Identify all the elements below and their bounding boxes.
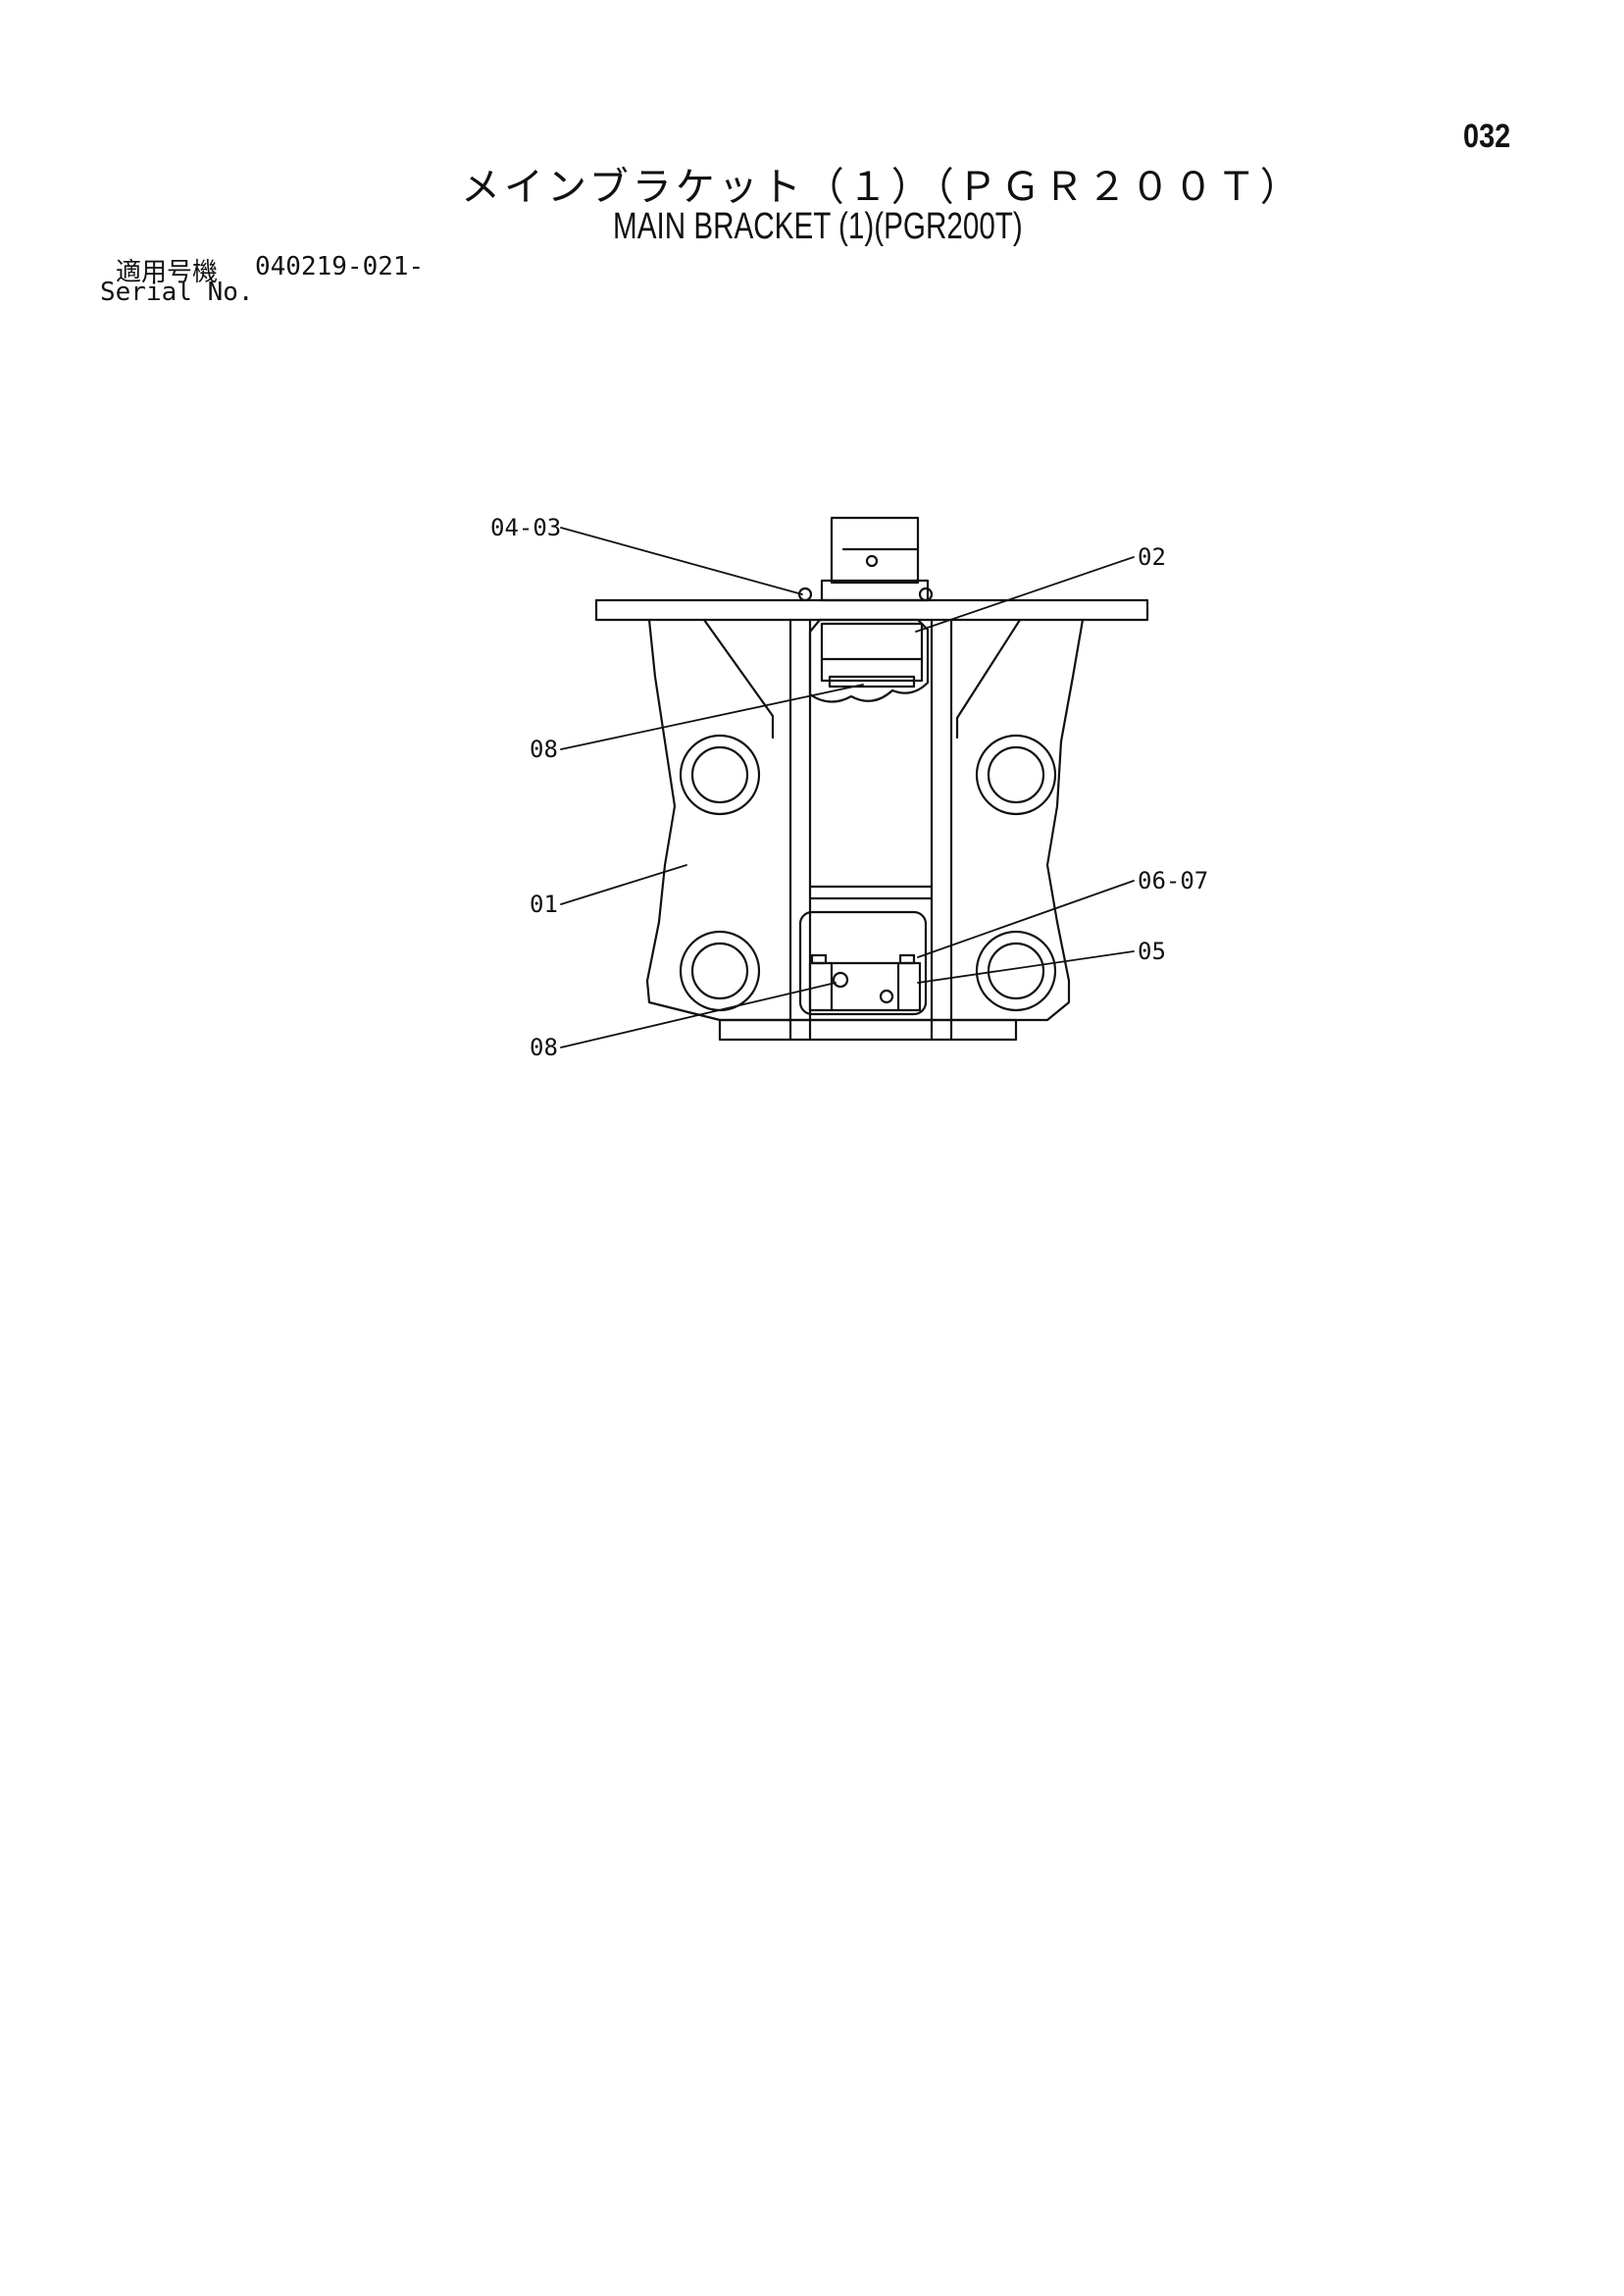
callout-01: 01 — [530, 891, 558, 918]
pin-boss-bottom-right — [975, 930, 1057, 1012]
page-title-japanese: メインブラケット（１）（ＰＧＲ２００Ｔ） — [461, 165, 1303, 210]
leader-lines — [560, 527, 1135, 1048]
serial-number-value: 040219-021- — [255, 252, 425, 281]
callout-08-upper: 08 — [530, 736, 558, 763]
pin-boss-bottom-left — [679, 930, 761, 1012]
top-shaft — [797, 516, 934, 602]
bottom-plate — [718, 1018, 1018, 1042]
gussets — [702, 618, 1022, 740]
callout-04-03: 04-03 — [490, 514, 561, 541]
valve-block — [798, 910, 928, 1016]
serial-label-english: Serial No. — [100, 278, 254, 307]
page-title-english: MAIN BRACKET (1)(PGR200T) — [613, 206, 1023, 247]
page-number: 032 — [1463, 118, 1511, 155]
callout-02: 02 — [1138, 543, 1166, 571]
callout-05: 05 — [1138, 938, 1166, 965]
pin-boss-top-left — [679, 734, 761, 816]
callout-08-lower: 08 — [530, 1034, 558, 1061]
center-columns — [788, 618, 953, 1042]
serial-label-japanese: 適用号機 — [116, 258, 219, 287]
pin-boss-top-right — [975, 734, 1057, 816]
hub-cutaway — [808, 618, 930, 703]
top-plate — [594, 598, 1149, 622]
callout-06-07: 06-07 — [1138, 867, 1208, 894]
